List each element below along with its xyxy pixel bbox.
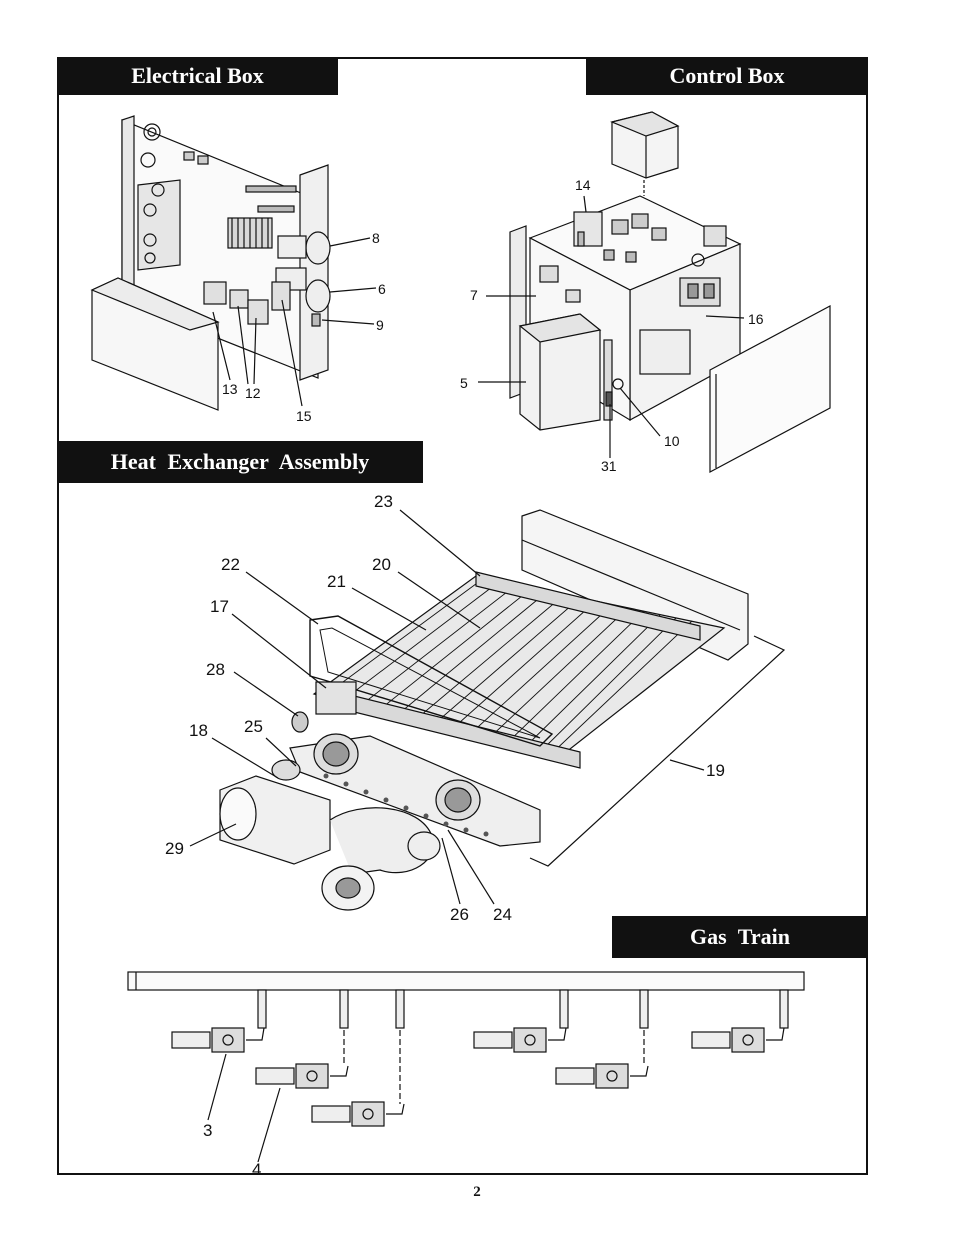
callout-5: 5 [460,375,468,391]
callout-25: 25 [244,717,263,736]
control-box-drawing [478,111,831,473]
callout-15: 15 [296,408,312,424]
callout-18: 18 [189,721,208,740]
callout-12: 12 [245,385,261,401]
electrical-box-drawing [90,115,377,411]
callout-29: 29 [165,839,184,858]
callout-6: 6 [378,281,386,297]
page-number: 2 [473,1184,481,1200]
callout-19: 19 [706,761,725,780]
gas-train-header: Gas Train [612,916,868,958]
callout-10: 10 [664,433,680,449]
heat-exchanger-drawing [189,509,786,911]
electrical-box-header: Electrical Box [57,57,338,95]
callout-31: 31 [601,458,617,474]
callout-26: 26 [450,905,469,924]
callout-17: 17 [210,597,229,616]
gas-train-drawing [127,971,805,1163]
page-frame [57,57,868,1175]
callout-16: 16 [748,311,764,327]
callout-22: 22 [221,555,240,574]
callout-14: 14 [575,177,591,193]
callout-13: 13 [222,381,238,397]
callout-28: 28 [206,660,225,679]
callout-4: 4 [252,1160,262,1179]
callout-23: 23 [374,492,393,511]
callout-9: 9 [376,317,384,333]
control-box-header: Control Box [586,57,868,95]
callout-7: 7 [470,287,478,303]
callout-3: 3 [203,1121,213,1140]
heat-exchanger-header: Heat Exchanger Assembly [57,441,423,483]
callout-21: 21 [327,572,346,591]
callout-24: 24 [493,905,512,924]
callout-8: 8 [372,230,380,246]
callout-20: 20 [372,555,391,574]
